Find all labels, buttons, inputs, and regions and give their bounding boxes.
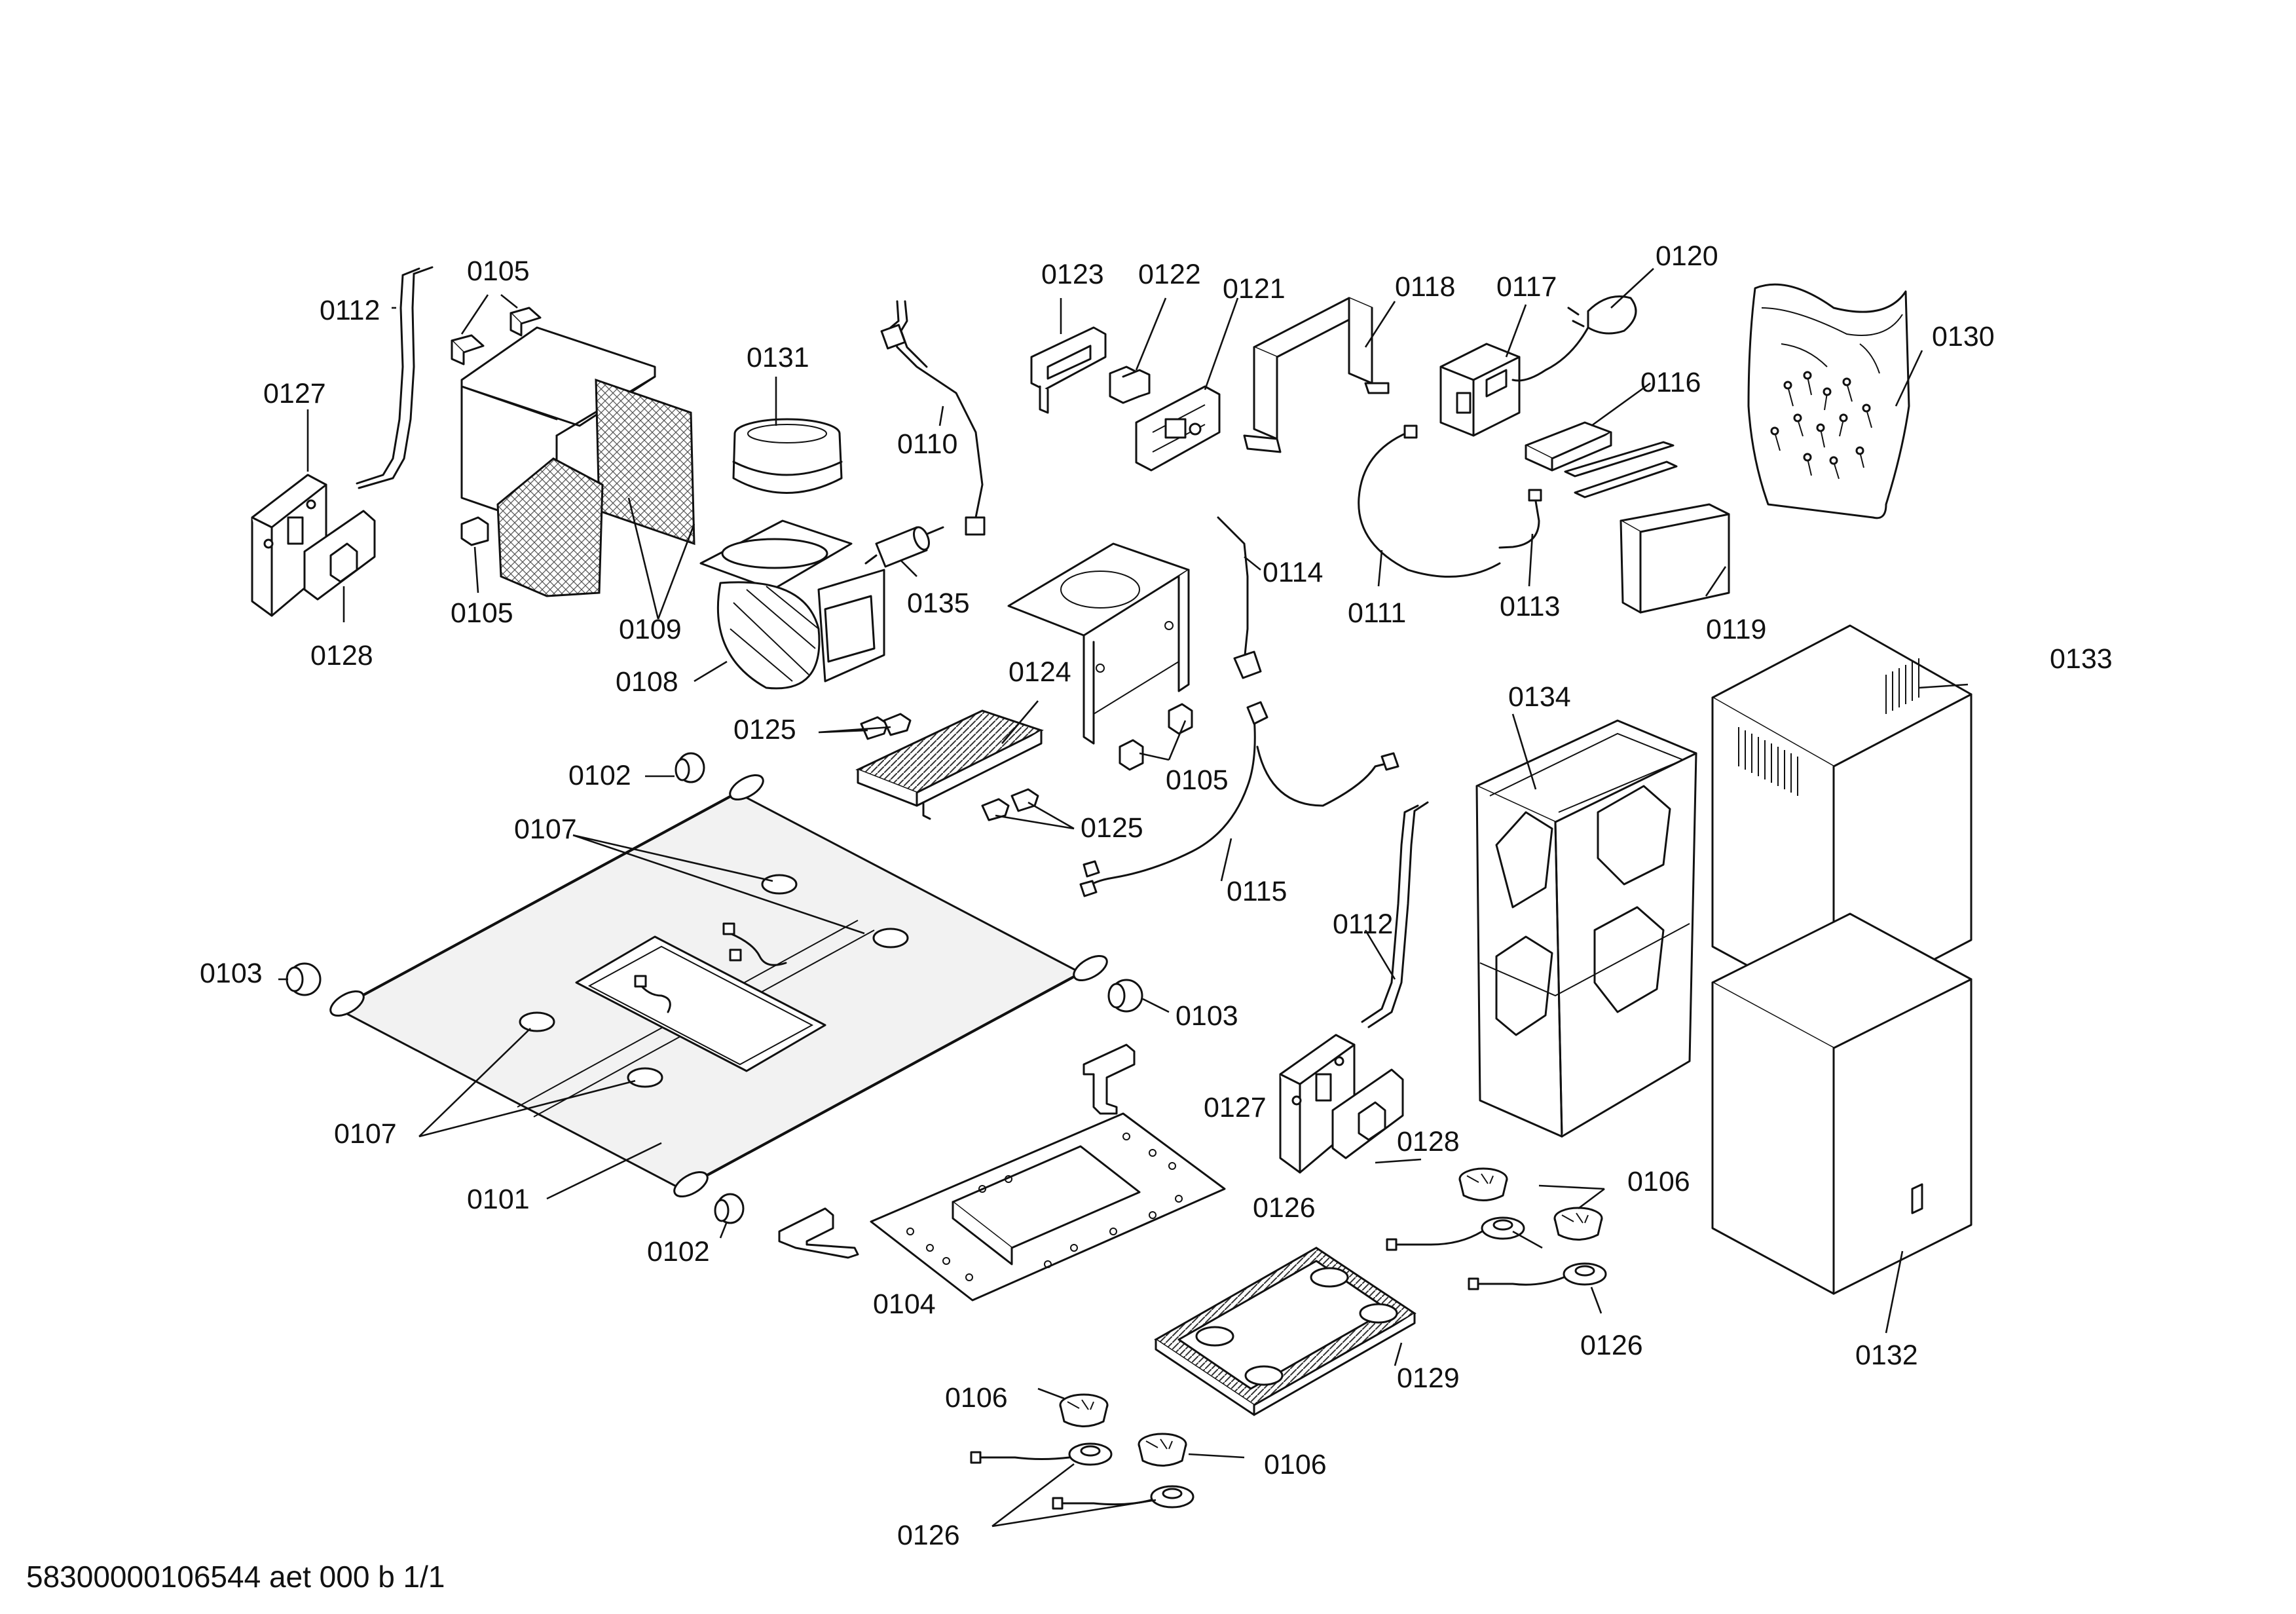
- part-0128-switch-plate-lower: [1331, 1068, 1404, 1159]
- label-0130: 0130: [1932, 321, 1995, 352]
- part-0118-bracket: [1243, 297, 1390, 453]
- document-footer-code: 58300000106544 aet 000 b 1/1: [26, 1560, 445, 1594]
- part-0126-lamp-upper-a: [1386, 1216, 1525, 1251]
- part-0110-cable: [880, 300, 986, 536]
- part-0114-wire: [1217, 516, 1262, 679]
- part-0132-lower-chimney: [1711, 912, 1972, 1295]
- part-0106-lampholder-upper-a: [1458, 1167, 1508, 1201]
- label-0129: 0129: [1397, 1362, 1460, 1394]
- part-0102-knob-bottom: [714, 1193, 745, 1224]
- leader-lines: [278, 268, 1969, 1528]
- label-0131: 0131: [747, 342, 809, 373]
- label-0112: 0112: [320, 295, 380, 326]
- label-0125: 0125: [1081, 812, 1143, 844]
- label-0114: 0114: [1263, 557, 1323, 588]
- label-0115: 0115: [1227, 876, 1287, 907]
- label-0135: 0135: [907, 588, 970, 619]
- part-0106-lampholder-upper-b: [1553, 1207, 1603, 1241]
- label-0105: 0105: [1166, 764, 1229, 796]
- part-0116-transformer: [1525, 421, 1678, 498]
- label-0101: 0101: [467, 1184, 530, 1215]
- part-0119-carbon-filter: [1620, 503, 1730, 614]
- label-0108: 0108: [616, 666, 678, 698]
- label-0118: 0118: [1395, 271, 1455, 303]
- part-0126-lamp-upper-b: [1468, 1262, 1607, 1290]
- part-0105-clips-motor: [1119, 703, 1193, 771]
- label-0116: 0116: [1640, 367, 1701, 398]
- part-0117-lamp-switch: [1439, 343, 1521, 437]
- part-0131-duct-collar: [732, 418, 843, 494]
- part-0115-wire-harness: [1079, 701, 1399, 897]
- part-0101-hood-canopy: [329, 774, 1108, 1198]
- part-0125-clips-lower: [981, 788, 1039, 821]
- part-0129-light-tray: [1154, 1247, 1416, 1416]
- label-0106: 0106: [945, 1382, 1008, 1414]
- part-0123-pcb-bracket: [1030, 326, 1107, 414]
- label-0105: 0105: [451, 597, 513, 629]
- label-0132: 0132: [1855, 1340, 1918, 1371]
- label-0134: 0134: [1508, 681, 1571, 713]
- part-motor-mount-plate: [1007, 542, 1190, 745]
- part-0104-mounting-plate: [778, 1043, 1226, 1302]
- label-0106: 0106: [1264, 1449, 1327, 1480]
- label-0126: 0126: [897, 1520, 960, 1551]
- label-0122: 0122: [1138, 259, 1201, 290]
- label-0126: 0126: [1580, 1330, 1643, 1361]
- part-0126-lamp-lower-b: [1052, 1485, 1194, 1510]
- part-0120-power-plug: [1511, 295, 1637, 382]
- label-0127: 0127: [1204, 1092, 1267, 1123]
- label-0128: 0128: [1397, 1126, 1460, 1157]
- label-0104: 0104: [873, 1288, 936, 1320]
- part-0113-wire: [1498, 489, 1542, 549]
- label-0119: 0119: [1706, 614, 1766, 645]
- label-0103: 0103: [1176, 1000, 1238, 1032]
- label-0110: 0110: [897, 428, 957, 460]
- part-0124-grease-filter: [855, 709, 1044, 820]
- label-0126: 0126: [1253, 1192, 1316, 1224]
- label-0124: 0124: [1009, 656, 1071, 688]
- part-0105-clip-lower: [460, 516, 489, 546]
- part-0121-control-board: [1135, 385, 1221, 472]
- label-0111: 0111: [1348, 597, 1406, 629]
- part-0128-switch-plate-top: [303, 510, 376, 601]
- label-0121: 0121: [1223, 273, 1286, 305]
- label-0103: 0103: [200, 958, 263, 989]
- part-0108-blower-fan: [699, 519, 885, 690]
- part-0125-clips-upper: [860, 713, 912, 740]
- part-0135-capacitor: [864, 526, 944, 568]
- label-0105: 0105: [467, 255, 530, 287]
- part-0105-clips-top: [451, 307, 542, 366]
- label-0109: 0109: [619, 614, 682, 645]
- label-0102: 0102: [568, 760, 631, 791]
- label-0106: 0106: [1627, 1166, 1690, 1197]
- label-0107: 0107: [334, 1118, 397, 1150]
- label-0107: 0107: [514, 814, 577, 845]
- label-0120: 0120: [1656, 240, 1718, 272]
- label-0102: 0102: [647, 1236, 710, 1267]
- part-0112-ribbon-cable-top: [356, 266, 434, 489]
- part-0106-lampholder-lower-a: [1059, 1393, 1109, 1427]
- part-0109-filter-pad-front: [496, 457, 604, 597]
- part-number-labels: 0112 0105 0127 0105 0128 0109 0131 0108 …: [200, 240, 2113, 1551]
- part-0111-wire: [1358, 424, 1501, 578]
- part-0103-knob-right: [1107, 979, 1143, 1013]
- part-0130-screw-bag: [1747, 283, 1910, 519]
- part-0109-filter-pad-rear: [595, 378, 695, 546]
- label-0133: 0133: [2050, 643, 2113, 675]
- part-0106-lampholder-lower-b: [1138, 1433, 1187, 1467]
- label-0117: 0117: [1496, 271, 1557, 303]
- label-0127: 0127: [263, 378, 326, 409]
- label-0128: 0128: [310, 640, 373, 671]
- part-0103-knob-left: [286, 962, 322, 996]
- part-0112-ribbon-cable-lower: [1361, 801, 1429, 1028]
- part-0102-knob-top: [675, 752, 705, 783]
- label-0123: 0123: [1041, 259, 1104, 290]
- label-0125: 0125: [733, 714, 796, 745]
- label-0112: 0112: [1333, 909, 1393, 940]
- part-0134-inner-frame: [1475, 719, 1697, 1138]
- label-0113: 0113: [1500, 591, 1560, 622]
- part-0122-relay: [1109, 366, 1151, 404]
- part-0126-lamp-lower-a: [970, 1442, 1113, 1466]
